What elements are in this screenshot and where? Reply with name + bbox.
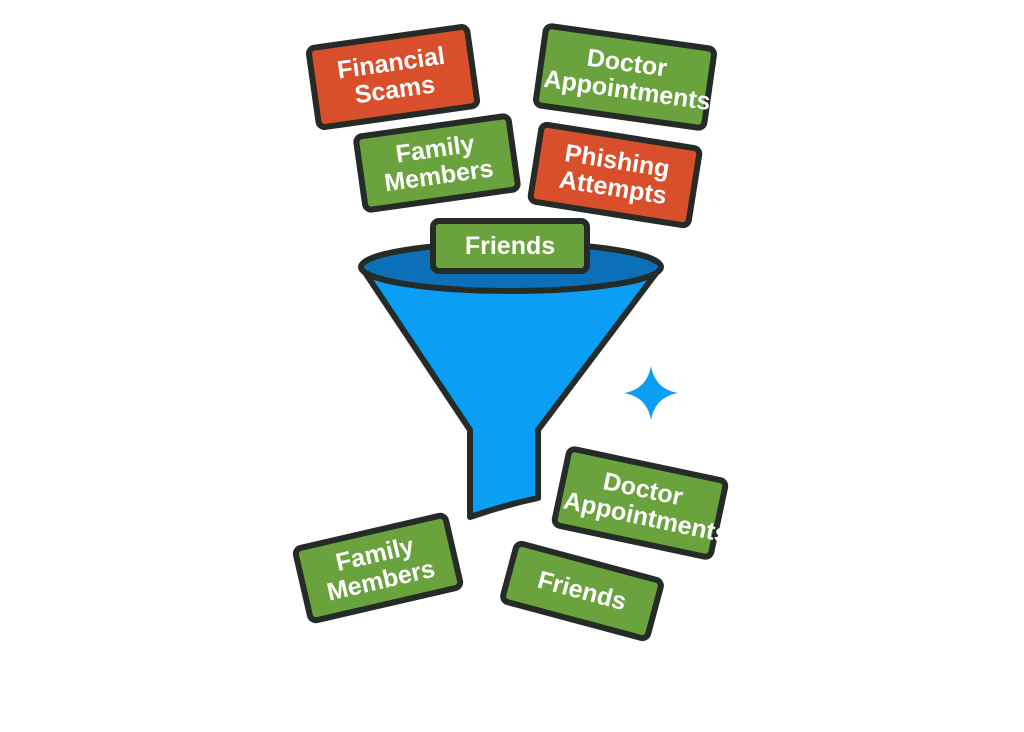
card-label: Phishing Attempts (557, 139, 672, 211)
card-label: Family Members (382, 129, 496, 198)
card-label: Doctor Appointments (542, 43, 713, 116)
sparkle-icon (624, 366, 678, 420)
card-friends-in: Friends (430, 218, 590, 274)
card-label: Doctor Appointments (561, 467, 732, 549)
card-label: Financial Scams (335, 41, 447, 110)
card-label: Friends (534, 565, 630, 616)
card-label: Family Members (324, 531, 438, 607)
card-label: Friends (464, 231, 556, 260)
